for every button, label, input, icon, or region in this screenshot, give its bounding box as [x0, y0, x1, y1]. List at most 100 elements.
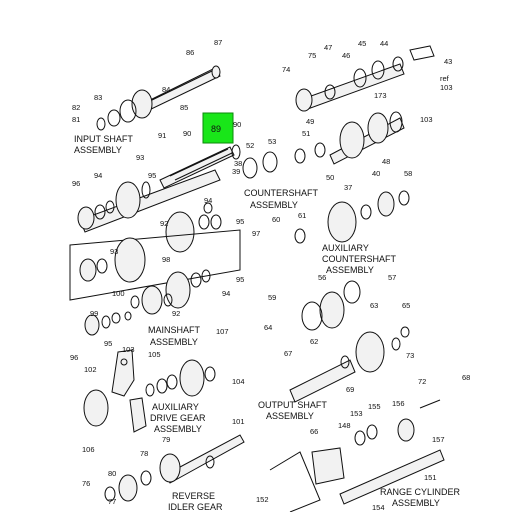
part-number-51[interactable]: 51	[302, 129, 310, 138]
part-number-40[interactable]: 40	[372, 169, 380, 178]
part-number-99[interactable]: 99	[90, 309, 98, 318]
part-number-105[interactable]: 105	[148, 350, 161, 359]
reverse-idler-label-2: IDLER GEAR	[168, 502, 223, 512]
part-number-65[interactable]: 65	[402, 301, 410, 310]
part-number-79[interactable]: 79	[162, 435, 170, 444]
part-number-157[interactable]: 157	[432, 435, 445, 444]
part-number-92[interactable]: 92	[160, 219, 168, 228]
part-number-151[interactable]: 151	[424, 473, 437, 482]
part-number-61[interactable]: 61	[298, 211, 306, 220]
part-number-60[interactable]: 60	[272, 215, 280, 224]
part-number-94[interactable]: 94	[222, 289, 230, 298]
part-number-72[interactable]: 72	[418, 377, 426, 386]
part-number-50[interactable]: 50	[326, 173, 334, 182]
range-cylinder-drawing	[269, 399, 445, 512]
part-number-73[interactable]: 73	[406, 351, 414, 360]
part-number-49[interactable]: 49	[306, 117, 314, 126]
part-number-86[interactable]: 86	[186, 48, 194, 57]
part-number-107[interactable]: 107	[216, 327, 229, 336]
mainshaft-middle-drawing	[69, 229, 241, 309]
part-number-155[interactable]: 155	[368, 402, 381, 411]
part-number-148[interactable]: 148	[338, 421, 351, 430]
part-number-67[interactable]: 67	[284, 349, 292, 358]
aux-drive-gear-drawing	[83, 349, 216, 433]
part-number-37[interactable]: 37	[344, 183, 352, 192]
part-number-104[interactable]: 104	[232, 377, 245, 386]
highlight-part-number[interactable]: 89	[211, 124, 221, 134]
part-number-87[interactable]: 87	[214, 38, 222, 47]
part-number-103[interactable]: 103	[420, 115, 433, 124]
part-number-97[interactable]: 97	[252, 229, 260, 238]
part-number-147[interactable]: 147	[0, 0, 13, 2]
part-number-56[interactable]: 56	[318, 273, 326, 282]
part-number-101[interactable]: 101	[232, 417, 245, 426]
part-number-95[interactable]: 95	[236, 275, 244, 284]
reverse-idler-label-1: REVERSE	[172, 491, 215, 501]
input-shaft-label-1: INPUT SHAFT	[74, 134, 133, 144]
part-number-153[interactable]: 153	[350, 409, 363, 418]
part-number-63[interactable]: 63	[370, 301, 378, 310]
part-number-48[interactable]: 48	[382, 157, 390, 166]
part-number-100[interactable]: 100	[112, 289, 125, 298]
aux-drive-gear-label-1: AUXILIARY	[152, 402, 199, 412]
part-number-90[interactable]: 90	[183, 129, 191, 138]
part-number-36[interactable]: 36	[0, 0, 8, 2]
part-number-52[interactable]: 52	[246, 141, 254, 150]
part-number-85[interactable]: 85	[180, 103, 188, 112]
aux-countershaft-label-2: COUNTERSHAFT	[322, 254, 397, 264]
part-number-59[interactable]: 59	[268, 293, 276, 302]
part-number-81[interactable]: 81	[72, 115, 80, 124]
part-number-90[interactable]: 90	[233, 120, 241, 129]
part-number-44[interactable]: 44	[380, 39, 388, 48]
part-number-76[interactable]: 76	[82, 479, 90, 488]
part-number-95[interactable]: 95	[236, 217, 244, 226]
range-cylinder-label-2: ASSEMBLY	[392, 498, 440, 508]
part-number-77[interactable]: 77	[108, 497, 116, 506]
part-number-96[interactable]: 96	[72, 179, 80, 188]
part-number-38[interactable]: 38	[234, 159, 242, 168]
part-number-46[interactable]: 46	[342, 51, 350, 60]
part-number-96[interactable]: 96	[70, 353, 78, 362]
part-number-84[interactable]: 84	[162, 85, 170, 94]
part-number-93[interactable]: 93	[110, 247, 118, 256]
part-number-47[interactable]: 47	[324, 43, 332, 52]
part-number-102[interactable]: 102	[84, 365, 97, 374]
part-number-74[interactable]: 74	[282, 65, 290, 74]
part-number-94[interactable]: 94	[94, 171, 102, 180]
part-number-69[interactable]: 69	[346, 385, 354, 394]
part-number-95[interactable]: 95	[148, 171, 156, 180]
part-number-91[interactable]: 91	[158, 131, 166, 140]
part-number-callouts: 87 86 85 84 83 82 81 91 90 90 93 94 95 96 94 95 97 92 98 93…	[0, 0, 470, 512]
part-number-66[interactable]: 66	[310, 427, 318, 436]
reverse-idler-drawing	[104, 434, 245, 502]
part-number-150[interactable]: 150	[0, 0, 13, 2]
part-number-94[interactable]: 94	[204, 196, 212, 205]
part-number-95[interactable]: 95	[104, 339, 112, 348]
part-number-58[interactable]: 58	[404, 169, 412, 178]
part-number-45[interactable]: 45	[358, 39, 366, 48]
part-number-83[interactable]: 83	[94, 93, 102, 102]
part-number-106[interactable]: 106	[82, 445, 95, 454]
part-number-92[interactable]: 92	[172, 309, 180, 318]
part-number-154[interactable]: 154	[372, 503, 385, 512]
part-number-78[interactable]: 78	[140, 449, 148, 458]
part-number-80[interactable]: 80	[108, 469, 116, 478]
part-number-156[interactable]: 156	[392, 399, 405, 408]
part-number-93[interactable]: 93	[136, 153, 144, 162]
part-number-62[interactable]: 62	[310, 337, 318, 346]
part-number-173[interactable]: 173	[374, 91, 387, 100]
part-number-53[interactable]: 53	[268, 137, 276, 146]
part-number-82[interactable]: 82	[72, 103, 80, 112]
part-number-103[interactable]: 103	[122, 345, 135, 354]
part-number-75[interactable]: 75	[308, 51, 316, 60]
ref-label-2: 103	[440, 83, 453, 92]
part-number-64[interactable]: 64	[264, 323, 272, 332]
part-number-57[interactable]: 57	[388, 273, 396, 282]
part-number-152[interactable]: 152	[256, 495, 269, 504]
input-shaft-label-2: ASSEMBLY	[74, 145, 122, 155]
part-number-43[interactable]: 43	[444, 57, 452, 66]
part-number-68[interactable]: 68	[462, 373, 470, 382]
part-number-98[interactable]: 98	[162, 255, 170, 264]
part-number-39[interactable]: 39	[232, 167, 240, 176]
